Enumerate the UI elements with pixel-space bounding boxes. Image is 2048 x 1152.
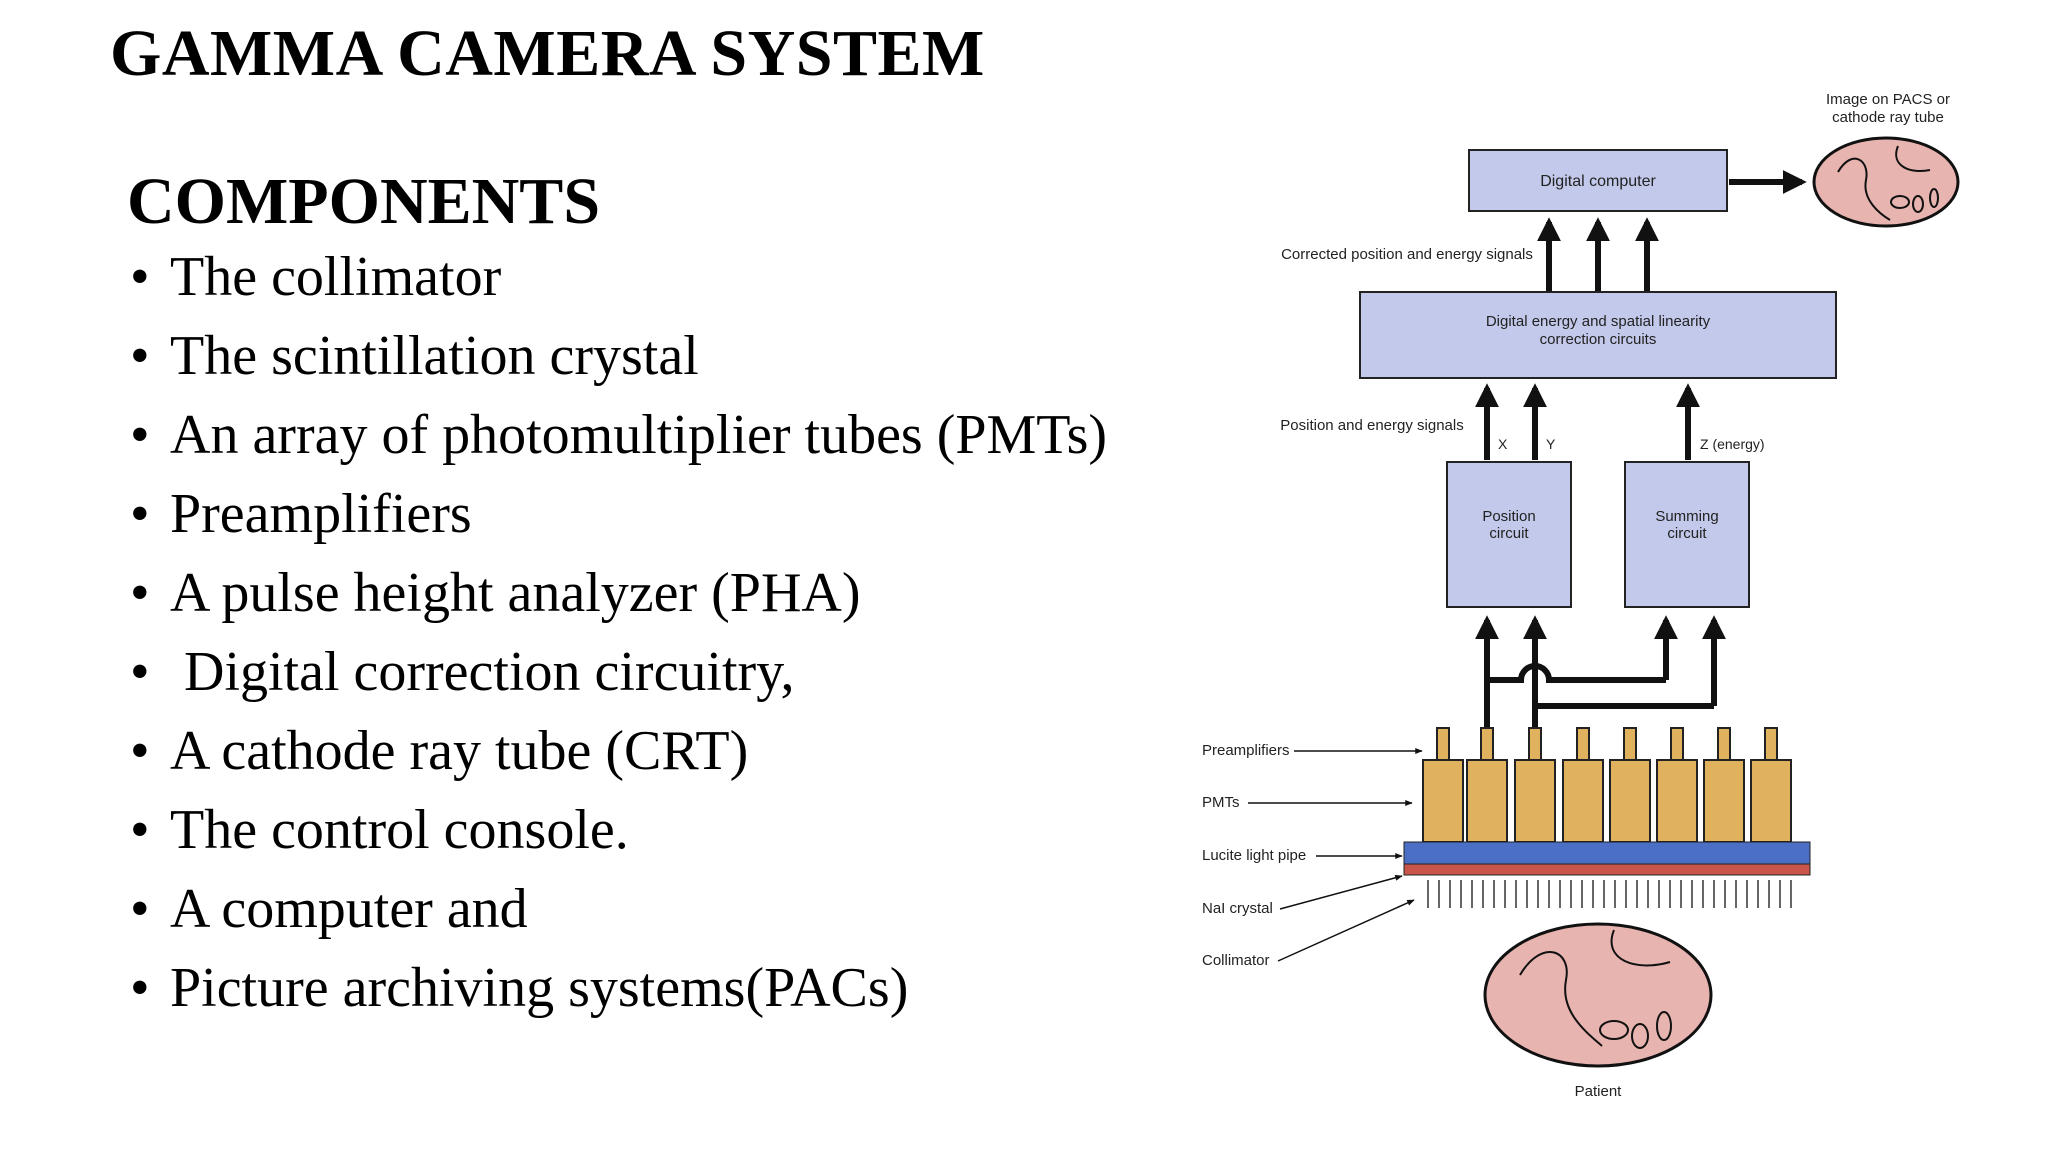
list-item-text: Picture archiving systems(PACs)	[170, 957, 909, 1019]
crystal-label: NaI crystal	[1202, 900, 1273, 917]
bullet-icon: •	[130, 404, 150, 466]
component-list: • The collimator • The scintillation cryst…	[130, 238, 1107, 1028]
z-label: Z (energy)	[1700, 436, 1765, 452]
list-item-text: A cathode ray tube (CRT)	[170, 720, 749, 782]
leader-arrow	[1279, 874, 1403, 910]
nai-crystal	[1403, 863, 1811, 876]
list-item-text: An array of photomultiplier tubes (PMTs)	[170, 404, 1108, 466]
slide-title: GAMMA CAMERA SYSTEM	[110, 17, 985, 90]
bullet-icon: •	[130, 325, 150, 387]
section-title: COMPONENTS	[127, 165, 601, 238]
preamplifiers-label: Preamplifiers	[1202, 742, 1290, 759]
bullet-icon: •	[130, 957, 150, 1019]
patient-icon	[1483, 922, 1713, 1068]
bullet-icon: •	[130, 641, 150, 703]
summing-circuit-label: Summing	[1655, 508, 1718, 525]
position-energy-signals-label: Position and energy signals	[1280, 417, 1463, 434]
display-label: Image on PACS or	[1826, 91, 1950, 108]
bullet-icon: •	[130, 720, 150, 782]
y-label: Y	[1546, 436, 1556, 452]
list-item: • The scintillation crystal	[130, 317, 1107, 396]
signal-wiring	[1475, 615, 1726, 728]
list-item: • A pulse height analyzer (PHA)	[130, 554, 1107, 633]
x-label: X	[1498, 436, 1508, 452]
list-item: • The control console.	[130, 791, 1107, 870]
collimator-label: Collimator	[1202, 952, 1270, 969]
list-item: • A computer and	[130, 870, 1107, 949]
summing-circuit-box	[1624, 461, 1750, 608]
patient-label: Patient	[1575, 1083, 1623, 1100]
gamma-camera-diagram: Image on PACS or cathode ray tube Digita…	[1202, 91, 1960, 1100]
collimator-septa	[1427, 880, 1792, 908]
list-item: • Picture archiving systems(PACs)	[130, 949, 1107, 1028]
list-item: • A cathode ray tube (CRT)	[130, 712, 1107, 791]
list-item: • The collimator	[130, 238, 1107, 317]
list-item-text: The collimator	[170, 246, 502, 308]
correction-circuits-label: Digital energy and spatial linearity	[1486, 313, 1711, 330]
position-circuit-label: Position	[1482, 508, 1535, 525]
list-item: • Digital correction circuitry,	[130, 633, 1107, 712]
corrected-signals-label: Corrected position and energy signals	[1281, 246, 1533, 263]
digital-computer-label: Digital computer	[1540, 173, 1656, 190]
list-item-text: A computer and	[170, 878, 528, 940]
display-label: cathode ray tube	[1832, 109, 1944, 126]
correction-circuits-label: correction circuits	[1540, 331, 1657, 348]
digital-computer-box	[1468, 149, 1728, 212]
list-item-text: The scintillation crystal	[170, 325, 699, 387]
list-item-text: Preamplifiers	[170, 483, 472, 545]
position-circuit-box	[1446, 461, 1572, 608]
bullet-icon: •	[130, 562, 150, 624]
list-item: • Preamplifiers	[130, 475, 1107, 554]
bullet-icon: •	[130, 483, 150, 545]
leader-arrow	[1277, 899, 1415, 962]
bullet-icon: •	[130, 799, 150, 861]
position-circuit-label: circuit	[1489, 525, 1529, 542]
list-item-text: Digital correction circuitry,	[170, 641, 795, 703]
crt-display-ellipse	[1812, 136, 1960, 228]
list-item-text: The control console.	[170, 799, 629, 861]
list-item-text: A pulse height analyzer (PHA)	[170, 562, 861, 624]
lucite-label: Lucite light pipe	[1202, 847, 1306, 864]
correction-circuits-box	[1359, 291, 1837, 379]
pmt-array	[1422, 727, 1792, 843]
pmts-label: PMTs	[1202, 794, 1240, 811]
patient-ellipse	[1483, 922, 1713, 1068]
crt-display-icon	[1812, 136, 1960, 228]
lucite-light-pipe	[1403, 841, 1811, 865]
bullet-icon: •	[130, 878, 150, 940]
bullet-icon: •	[130, 246, 150, 308]
list-item: • An array of photomultiplier tubes (PMTs…	[130, 396, 1107, 475]
summing-circuit-label: circuit	[1667, 525, 1707, 542]
